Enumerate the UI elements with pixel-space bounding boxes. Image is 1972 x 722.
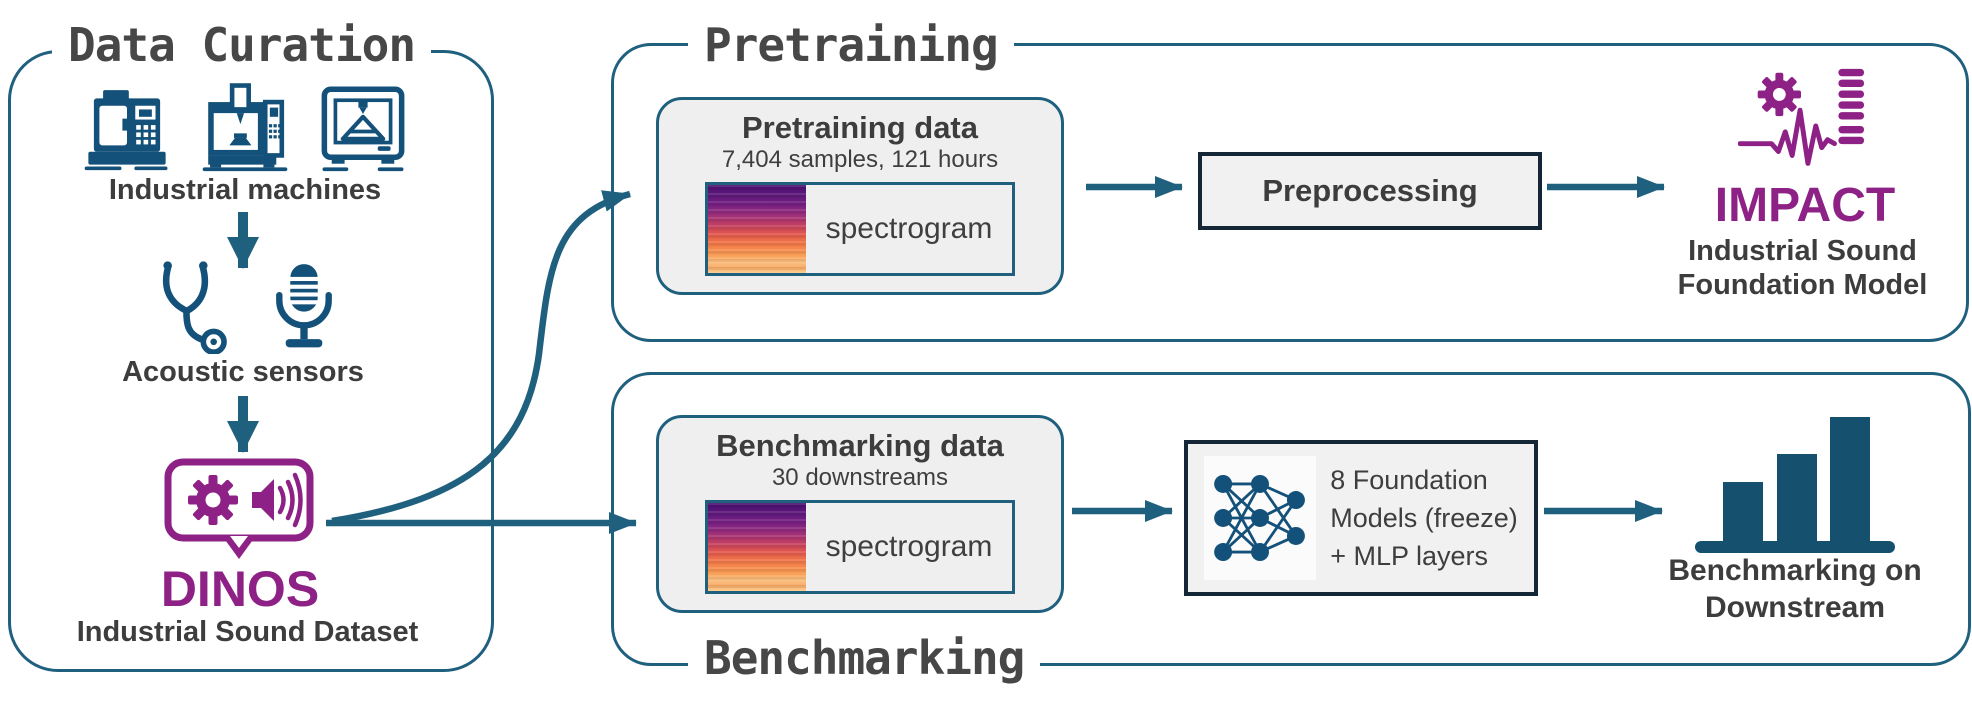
stethoscope-icon	[162, 261, 227, 354]
pretraining-title: Pretraining	[688, 18, 1014, 72]
impact-name: IMPACT	[1714, 179, 1896, 232]
benchmark-result-line1: Benchmarking on	[1668, 554, 1922, 587]
dinos-label: Industrial Sound Dataset	[76, 616, 419, 648]
cnc-lathe-icon	[84, 90, 168, 171]
foundation-models-box: 8 Foundation Models (freeze) + MLP layer…	[1184, 440, 1538, 596]
spectrogram-image	[708, 185, 806, 273]
impact-subtitle-line1: Industrial Sound	[1688, 235, 1917, 267]
benchmarking-title: Benchmarking	[688, 631, 1041, 685]
foundation-models-line2: Models (freeze)	[1330, 503, 1518, 533]
gear-speaker-bubble-icon	[164, 458, 314, 559]
spectrogram-image	[708, 503, 806, 591]
benchmarking-card-subtitle: 30 downstreams	[771, 464, 949, 491]
foundation-models-line3: + MLP layers	[1330, 541, 1489, 571]
bar-chart-icon-wrap	[1695, 416, 1895, 553]
preprocessing-box: Preprocessing	[1198, 152, 1542, 230]
microphone-icon	[276, 264, 332, 348]
dinos-icon-wrap	[164, 458, 314, 562]
spectrogram-label: spectrogram	[825, 530, 993, 563]
preprocessing-label: Preprocessing	[1262, 173, 1478, 208]
pretraining-card-title: Pretraining data	[742, 110, 978, 145]
dinos-name: DINOS	[160, 561, 320, 617]
pretraining-spectrogram-box: spectrogram	[705, 182, 1015, 276]
foundation-models-text: 8 Foundation Models (freeze) + MLP layer…	[1330, 461, 1518, 575]
nn-icon-wrap	[1204, 456, 1317, 580]
pretraining-card-subtitle: 7,404 samples, 121 hours	[721, 146, 999, 173]
benchmarking-data-card: Benchmarking data 30 downstreams spectro…	[656, 415, 1064, 613]
data-curation-title: Data Curation	[52, 18, 432, 72]
industrial-machines-icons	[60, 78, 430, 172]
acoustic-sensors-label: Acoustic sensors	[122, 356, 364, 388]
benchmark-result-line2: Downstream	[1704, 591, 1886, 624]
spectrogram-label: spectrogram	[825, 212, 993, 245]
3d-printer-icon	[321, 86, 405, 172]
impact-subtitle-line2: Foundation Model	[1677, 269, 1928, 301]
cnc-mill-icon	[202, 83, 288, 172]
benchmarking-card-title: Benchmarking data	[716, 428, 1004, 463]
foundation-models-line1: 8 Foundation	[1330, 465, 1488, 495]
impact-icon-wrap	[1738, 66, 1866, 178]
benchmarking-spectrogram-box: spectrogram	[705, 500, 1015, 594]
neural-network-icon	[1214, 474, 1306, 562]
gear-waveform-layers-icon	[1738, 68, 1865, 166]
industrial-machines-label: Industrial machines	[108, 174, 382, 206]
bar-chart-icon	[1695, 417, 1895, 553]
pretraining-data-card: Pretraining data 7,404 samples, 121 hour…	[656, 97, 1064, 295]
acoustic-sensors-icons	[140, 260, 350, 354]
